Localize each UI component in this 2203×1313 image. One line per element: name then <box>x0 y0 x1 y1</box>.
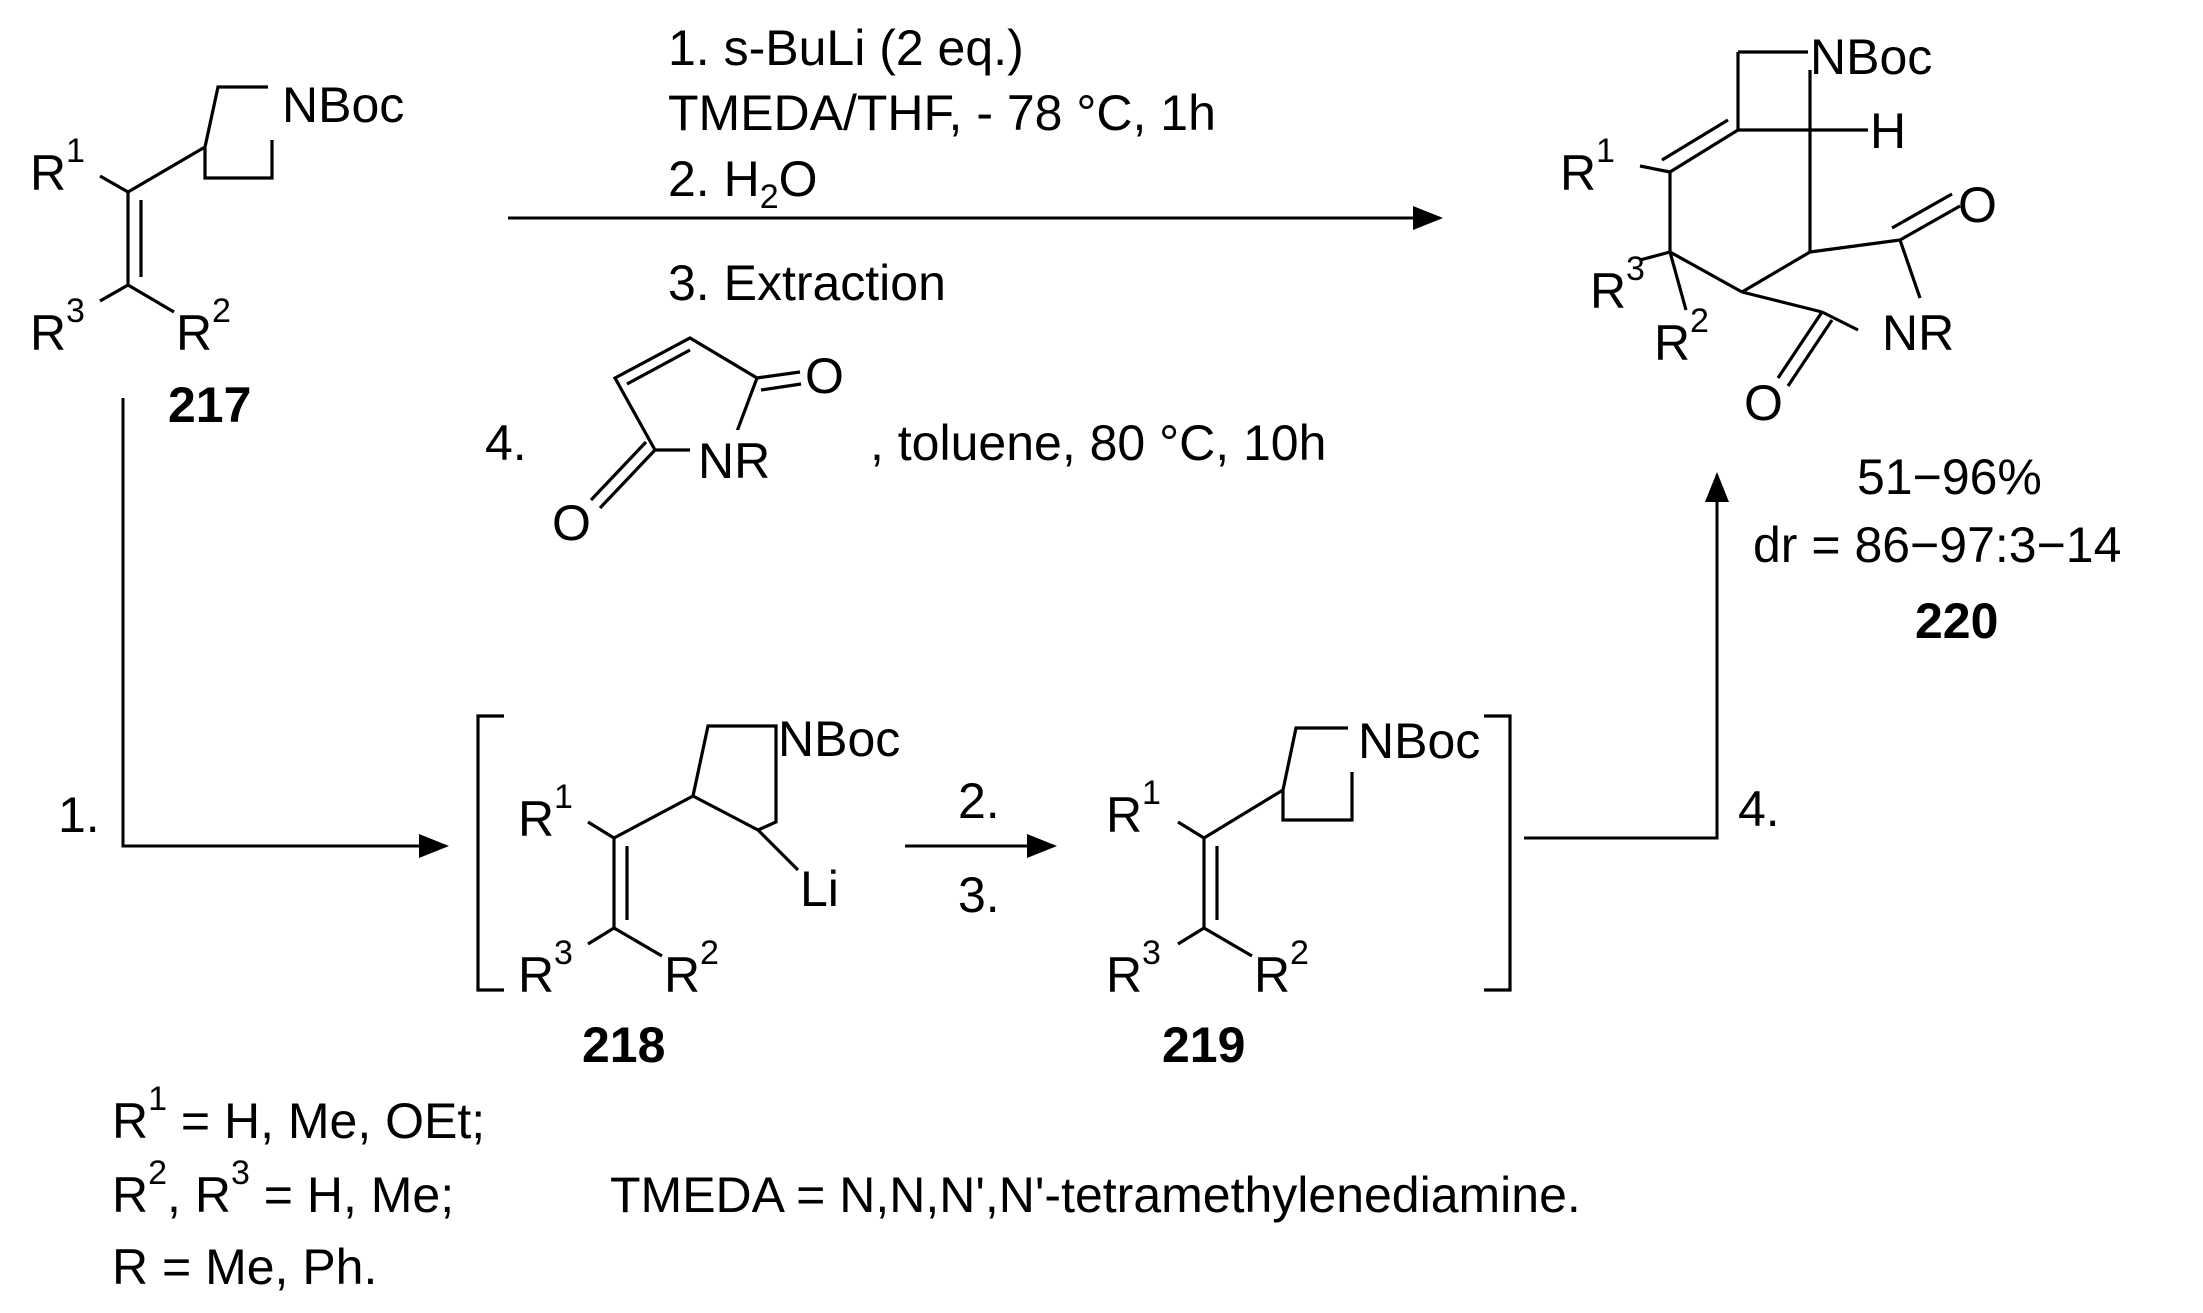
r3-label: R <box>1106 947 1142 1003</box>
r2-superscript: 2 <box>1690 302 1709 340</box>
r1-superscript: 1 <box>1596 132 1615 170</box>
r3-label: R <box>518 947 554 1003</box>
definition-r: R = Me, Ph. <box>112 1239 377 1295</box>
compound-220: NBoc H O O NR R 1 R 3 R 2 51−96% dr = 86… <box>1560 29 2121 649</box>
maleimide-structure: O O NR <box>552 336 844 551</box>
azetidine-ring <box>203 85 274 180</box>
r1-superscript: 1 <box>554 778 573 816</box>
arrow-217-to-218 <box>121 398 449 858</box>
compound-number: 220 <box>1915 593 1998 649</box>
r2-superscript: 2 <box>1290 934 1309 972</box>
r1-superscript: 1 <box>66 132 85 170</box>
bond <box>127 283 175 314</box>
maleimide-nr: NR <box>698 433 770 489</box>
r2-label: R <box>664 947 700 1003</box>
condition-step3: 3. Extraction <box>668 255 946 311</box>
r3-superscript: 3 <box>1142 934 1161 972</box>
r2-label: R <box>1254 947 1290 1003</box>
condition-step1b: TMEDA/THF, - 78 °C, 1h <box>668 85 1216 141</box>
r1-label: R <box>1106 787 1142 843</box>
yield-label: 51−96% <box>1857 449 2042 505</box>
step-label-3: 3. <box>958 867 1000 923</box>
nboc-label: NBoc <box>778 711 900 767</box>
condition-step4-label: 4. <box>485 415 527 471</box>
step-label-1: 1. <box>58 787 100 843</box>
bracket-left <box>476 714 504 992</box>
step-label-4: 4. <box>1738 781 1780 837</box>
r3-superscript: 3 <box>66 292 85 330</box>
compound-number: 218 <box>582 1017 665 1073</box>
condition-step2: 2. H2O <box>668 151 818 216</box>
compound-number: 217 <box>168 377 251 433</box>
r2-superscript: 2 <box>212 292 231 330</box>
bond <box>127 145 206 194</box>
bond <box>99 283 129 303</box>
compound-217: NBoc R 1 R 3 R 2 217 <box>30 77 404 433</box>
r3-label: R <box>1590 263 1626 319</box>
li-label: Li <box>800 861 839 917</box>
definition-r1: R1 = H, Me, OEt; <box>112 1080 485 1149</box>
condition-step1: 1. s-BuLi (2 eq.) <box>668 20 1024 76</box>
definition-tmeda: TMEDA = N,N,N',N'-tetramethylenediamine. <box>610 1167 1581 1223</box>
condition-step4: , toluene, 80 °C, 10h <box>870 415 1326 471</box>
r2-superscript: 2 <box>700 934 719 972</box>
r3-superscript: 3 <box>554 934 573 972</box>
nboc-label: NBoc <box>282 77 404 133</box>
definition-r2-r3: R2, R3 = H, Me; <box>112 1154 454 1223</box>
maleimide-oxygen-top: O <box>805 348 844 404</box>
arrow-to-220 <box>1524 472 1729 840</box>
compound-219: NBoc R 1 R 3 R 2 219 <box>1106 713 1480 1073</box>
r1-label: R <box>518 791 554 847</box>
nr-label: NR <box>1882 305 1954 361</box>
nboc-label: NBoc <box>1358 713 1480 769</box>
substituent-definitions: R1 = H, Me, OEt; R2, R3 = H, Me; R = Me,… <box>112 1080 1581 1295</box>
bracket-right <box>1484 714 1512 992</box>
r1-label: R <box>30 145 66 201</box>
r2-label: R <box>1654 315 1690 371</box>
compound-number: 219 <box>1162 1017 1245 1073</box>
maleimide-oxygen-bottom: O <box>552 495 591 551</box>
step-label-2: 2. <box>958 773 1000 829</box>
compound-218: NBoc Li R 1 R 3 R 2 218 <box>518 711 900 1073</box>
lower-pathway: 1. 2. 3. 4. <box>58 398 1780 923</box>
h-label: H <box>1870 103 1906 159</box>
r3-superscript: 3 <box>1626 250 1645 288</box>
r3-label: R <box>30 305 66 361</box>
dr-label: dr = 86−97:3−14 <box>1753 517 2121 573</box>
r1-superscript: 1 <box>1142 774 1161 812</box>
nboc-label: NBoc <box>1810 29 1932 85</box>
r2-label: R <box>176 305 212 361</box>
top-reaction: 1. s-BuLi (2 eq.) TMEDA/THF, - 78 °C, 1h… <box>485 20 1443 551</box>
bond <box>99 174 129 194</box>
oxygen-bottom: O <box>1744 375 1783 431</box>
oxygen-top: O <box>1958 177 1997 233</box>
r1-label: R <box>1560 145 1596 201</box>
